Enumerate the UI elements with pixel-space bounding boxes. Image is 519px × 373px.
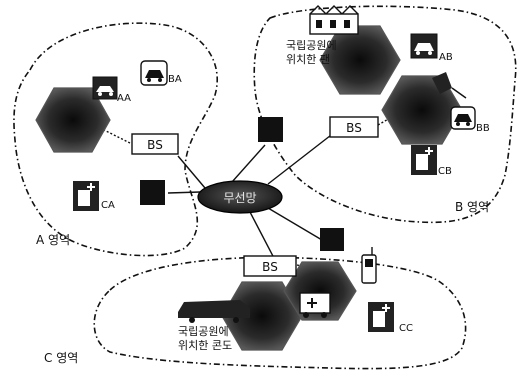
hospital-icon <box>411 145 437 175</box>
hospital-icon <box>73 181 99 211</box>
base-station-b: BS <box>329 116 379 138</box>
cell-region-a <box>35 87 111 153</box>
node-aa-label: AA <box>117 93 131 104</box>
node-ca-label: CA <box>101 200 115 211</box>
node-ab-label: AB <box>439 52 453 63</box>
wireless-network-label: 무선망 <box>223 191 256 205</box>
base-station-a-label: BS <box>147 138 163 152</box>
car-icon <box>140 60 168 86</box>
terminal-box-icon <box>258 117 283 142</box>
base-station-c: BS <box>243 255 297 277</box>
cell-links <box>99 117 391 269</box>
car-icon <box>450 106 476 130</box>
park-b-line1: 국립공원에 <box>286 39 337 52</box>
wireless-network: 무선망 <box>197 180 283 214</box>
park-c-line2: 위치한 콘도 <box>178 339 232 352</box>
ambulance-icon <box>299 292 331 318</box>
terminal-box-icon <box>140 180 165 205</box>
car-icon <box>92 76 118 100</box>
node-cc-label: CC <box>399 323 413 334</box>
region-a-label: A 영역 <box>36 233 70 247</box>
terminal-box-icon <box>320 228 344 251</box>
base-station-a: BS <box>131 133 179 155</box>
base-station-b-label: BS <box>346 121 362 135</box>
region-b-label: B 영역 <box>455 200 489 214</box>
antenna-icon <box>432 72 467 99</box>
node-ba-label: BA <box>168 74 182 85</box>
region-a-boundary <box>13 22 218 257</box>
park-c-line1: 국립공원에 <box>178 325 229 338</box>
node-bb-label: BB <box>476 123 490 134</box>
vehicle-group-icon <box>178 300 250 323</box>
mobile-phone-icon <box>361 247 377 284</box>
region-c-label: C 영역 <box>44 351 78 365</box>
car-icon <box>410 33 438 59</box>
building-icon <box>309 5 359 35</box>
cell-region-b-upper <box>319 25 401 95</box>
park-b-line2: 위치한 팬 <box>286 53 330 66</box>
network-links <box>167 131 336 261</box>
hospital-icon <box>368 302 394 332</box>
node-cb-label: CB <box>438 166 452 177</box>
base-station-c-label: BS <box>262 260 278 274</box>
